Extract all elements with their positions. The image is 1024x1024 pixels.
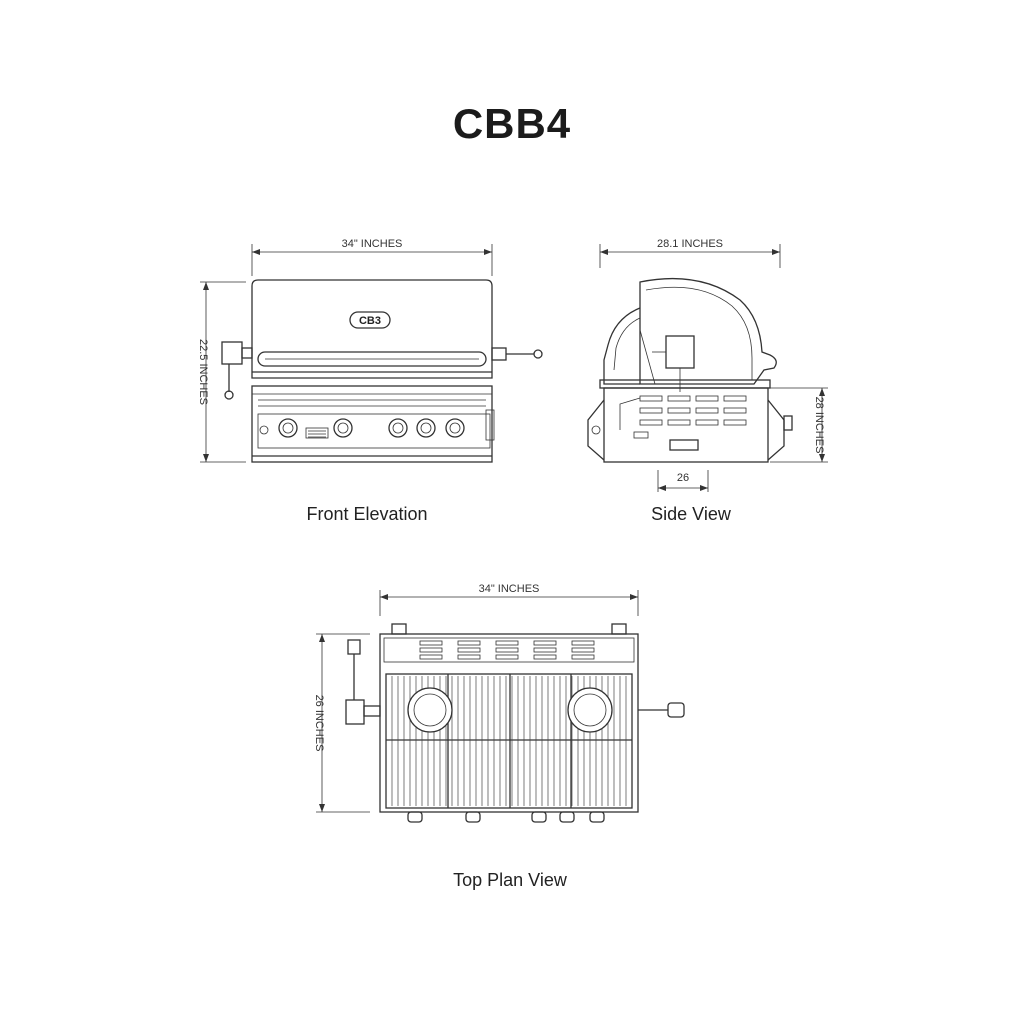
top-width-label: 34" INCHES <box>479 583 540 595</box>
front-width-label: 34" INCHES <box>342 238 403 250</box>
rear-vents <box>419 640 595 660</box>
side-louvers <box>639 395 747 426</box>
front-elevation-drawing: 34" INCHES 22.5 INCHES CB3 <box>197 238 543 463</box>
front-elevation-caption: Front Elevation <box>306 504 428 524</box>
front-height-label: 22.5 INCHES <box>197 339 209 405</box>
top-height-label: 26 INCHES <box>313 695 325 752</box>
front-knobs-top <box>407 811 605 823</box>
page-title: CBB4 <box>452 100 572 147</box>
top-plan-caption: Top Plan View <box>453 870 567 890</box>
side-base-label: 26 <box>677 472 689 484</box>
side-view-drawing: 28.1 INCHES 28 INCHES <box>587 238 828 492</box>
side-height-label: 28 INCHES <box>813 397 825 454</box>
grate-bars <box>391 676 627 806</box>
side-view-caption: Side View <box>651 504 731 524</box>
control-knobs <box>278 418 465 438</box>
front-logo-text: CB3 <box>359 315 381 327</box>
side-width-label: 28.1 INCHES <box>657 238 723 250</box>
top-plan-drawing: 34" INCHES 26 INCHES <box>313 583 685 823</box>
